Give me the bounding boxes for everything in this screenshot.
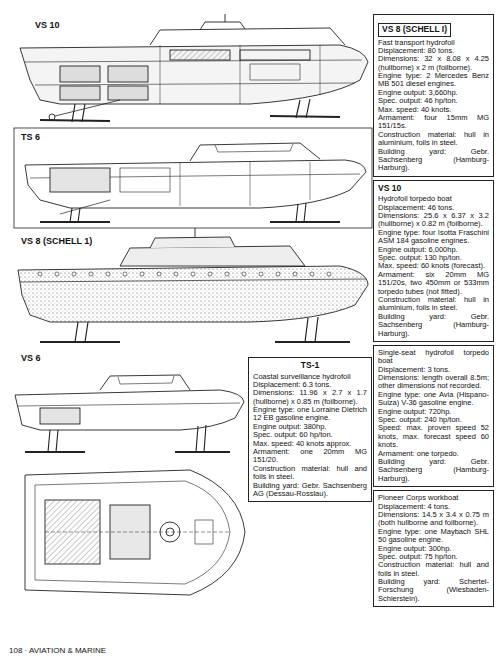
- spec-line: Displacement: 80 tons.: [378, 47, 489, 55]
- spec-line: Building yard: Gebr. Sachsenberg (Hambur…: [378, 313, 489, 338]
- spec-line: Displacement: 3 tons.: [378, 366, 489, 374]
- spec-line: Spec. output: 60 hp/ton.: [253, 431, 367, 439]
- spec-line: Building yard: Schertel-Forschung (Wiesb…: [378, 578, 489, 603]
- spec-line: Displacement: 4 tons.: [378, 503, 489, 511]
- spec-line: Spec. output: 46 hp/ton.: [378, 97, 489, 105]
- spec-box: VS 10Hydrofoil torpedo boatDisplacement:…: [373, 180, 494, 342]
- spec-line: Building yard: Gebr. Sachsenberg AG (Des…: [253, 482, 367, 499]
- spec-line: Building yard: Gebr. Sachsenberg (Hambur…: [378, 458, 489, 483]
- boat-heading: VS 10: [378, 184, 489, 194]
- spec-line: Spec. output: 240 hp/ton.: [378, 416, 489, 424]
- spec-line: Spec. output: 75 hp/ton.: [378, 553, 489, 561]
- spec-line: Engine type: one Lorraine Dietrich 12 EB…: [253, 406, 367, 423]
- spec-line: Displacement: 46 tons.: [378, 204, 489, 212]
- spec-line: Dimensions: 14.5 x 3.4 x 0.75 m (both hu…: [378, 511, 489, 528]
- spec-line: Dimensions: length overall 8.5m; other d…: [378, 374, 489, 391]
- spec-line: Max. speed: 40 knots approx.: [253, 440, 367, 448]
- spec-line: Fast transport hydrofoil: [378, 39, 489, 47]
- spec-line: Pioneer Corps workboat: [378, 494, 489, 502]
- spec-line: Dimensions: 32 x 8.08 x 4.25 (hullborne)…: [378, 55, 489, 72]
- spec-line: Armament: one 20mm MG 151/20.: [253, 448, 367, 465]
- spec-line: Construction material: hull and foils in…: [378, 561, 489, 578]
- spec-line: Construction material: hull in aluminium…: [378, 296, 489, 313]
- spec-line: Engine output: 300hp.: [378, 545, 489, 553]
- spec-line: Construction material: hull and foils in…: [253, 465, 367, 482]
- spec-line: Engine type: four Isotta Fraschini ASM 1…: [378, 229, 489, 246]
- spec-line: Engine type: 2 Mercedes Benz MB 501 dies…: [378, 72, 489, 89]
- drawing-label: TS 6: [20, 132, 41, 142]
- boat-heading: VS 8 (SCHELL I): [378, 23, 451, 37]
- spec-line: Single-seat hydrofoil torpedo boat: [378, 349, 489, 366]
- spec-line: Coastal surveillance hydrofoil: [253, 373, 367, 381]
- spec-box: TS-1Coastal surveillance hydrofoilDispla…: [248, 357, 372, 502]
- spec-line: Spec. output: 130 hp/ton.: [378, 254, 489, 262]
- spec-line: Engine output: 720hp.: [378, 408, 489, 416]
- boat-heading: TS-1: [253, 361, 367, 371]
- spec-line: Dimensions: 25.6 x 6.37 x 3.2 (hullborne…: [378, 212, 489, 229]
- spec-line: Hydrofoil torpedo boat: [378, 195, 489, 203]
- spec-line: Engine output: 6,000hp.: [378, 246, 489, 254]
- spec-line: Dimensions: 11.96 x 2.7 x 1.7 (hullborne…: [253, 389, 367, 406]
- page-footer: 108 · AVIATION & MARINE: [8, 646, 107, 655]
- spec-line: Speed: max. proven speed 52 knots, max. …: [378, 424, 489, 449]
- spec-box: Single-seat hydrofoil torpedo boatDispla…: [373, 345, 494, 487]
- spec-line: Construction material: hull in aluminium…: [378, 131, 489, 148]
- spec-line: Engine output: 3,660hp.: [378, 89, 489, 97]
- spec-line: Armament: four 15mm MG 151/15s.: [378, 114, 489, 131]
- drawing-label: VS 8 (SCHELL 1): [20, 236, 93, 246]
- spec-line: Max. speed: 60 knots (forecast).: [378, 262, 489, 270]
- spec-line: Engine type: one Maybach SHL 50 gasoline…: [378, 528, 489, 545]
- drawing-label: VS 6: [20, 353, 42, 363]
- spec-line: Building yard: Gebr. Sachsenberg (Hambur…: [378, 148, 489, 173]
- spec-line: Engine type: one Avia (Hispano-Suiza) V-…: [378, 391, 489, 408]
- spec-line: Max. speed: 40 knots.: [378, 106, 489, 114]
- spec-line: Engine output: 380hp.: [253, 423, 367, 431]
- spec-line: Displacement: 6.3 tons.: [253, 381, 367, 389]
- spec-box: Pioneer Corps workboatDisplacement: 4 to…: [373, 490, 494, 607]
- spec-line: Armament: one torpedo.: [378, 450, 489, 458]
- spec-line: Armament: six 20mm MG 151/20s, two 450mm…: [378, 271, 489, 296]
- drawing-label: VS 10: [34, 20, 61, 30]
- spec-box: VS 8 (SCHELL I)Fast transport hydrofoilD…: [373, 14, 494, 177]
